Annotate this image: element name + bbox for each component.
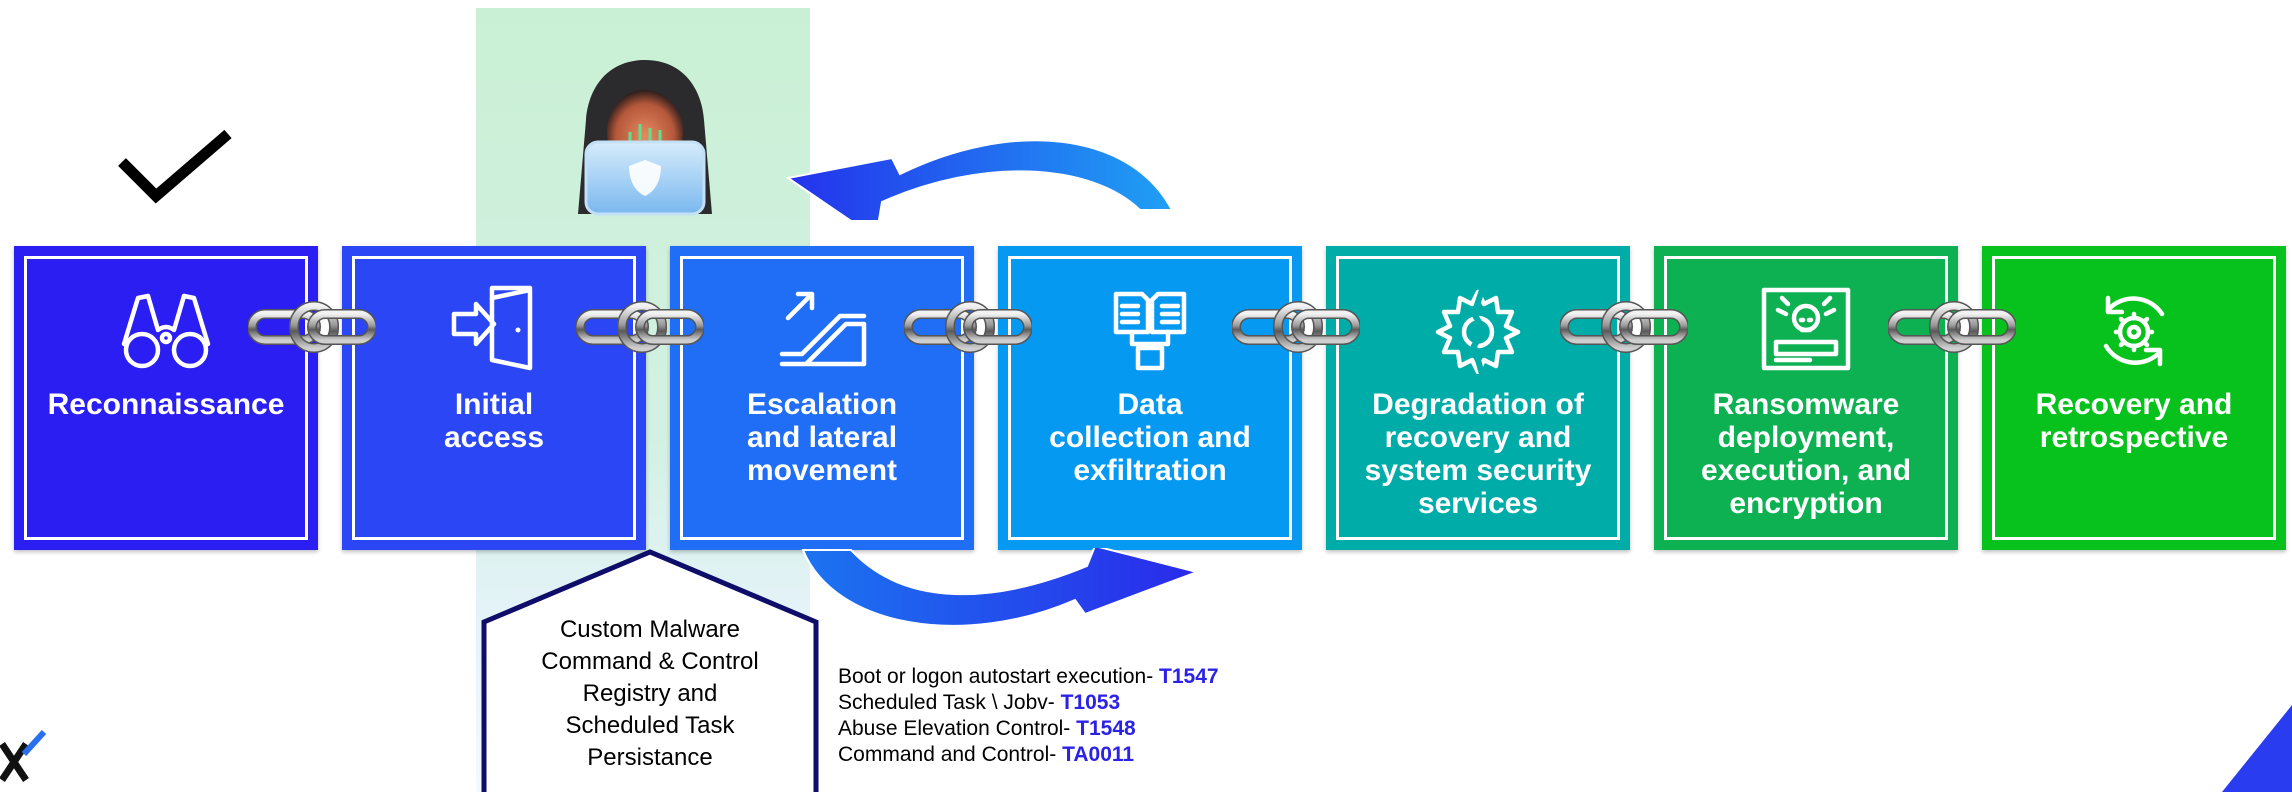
chain-link-icon: [904, 301, 1032, 353]
technique-row: Abuse Elevation Control- T1548: [838, 716, 1438, 742]
technique-name: Scheduled Task \ Jobv-: [838, 691, 1061, 714]
logo-icon: [0, 730, 47, 782]
curved-arrow-right-icon: [801, 548, 1201, 627]
gear-cycle-icon: [2103, 295, 2165, 367]
persistence-line: Registry and: [582, 680, 718, 707]
technique-id: T1547: [1159, 665, 1219, 688]
mitre-technique-list: Boot or logon autostart execution- T1547…: [838, 664, 1438, 768]
document-transfer-icon: [1113, 291, 1187, 371]
persistence-line: Command & Control: [541, 648, 759, 675]
stage-border: [1008, 256, 1292, 540]
stage-border: [680, 256, 964, 540]
chain-link-icon: [1232, 301, 1360, 353]
technique-id: T1053: [1060, 691, 1121, 714]
door-arrow-icon: [451, 285, 533, 371]
chain-link-icon: [576, 301, 704, 353]
persistence-callout-shape: [481, 549, 819, 792]
escalator-icon: [779, 291, 867, 367]
stage-border: [352, 256, 636, 540]
checkmark-icon: [118, 129, 232, 204]
technique-name: Command and Control-: [838, 743, 1063, 766]
binoculars-icon: [121, 293, 211, 369]
stage-border: [24, 256, 308, 540]
technique-row: Scheduled Task \ Jobv- T1053: [838, 690, 1438, 716]
curved-arrow-left-icon: [785, 139, 1174, 220]
technique-name: Abuse Elevation Control-: [838, 717, 1077, 740]
technique-id: T1548: [1076, 717, 1136, 740]
stage-border: [1992, 256, 2276, 540]
persistence-line: Scheduled Task: [565, 712, 735, 739]
chain-link-icon: [1888, 301, 2016, 353]
technique-id: TA0011: [1062, 743, 1135, 766]
hooded-hacker-laptop-icon: [578, 60, 712, 216]
technique-row: Boot or logon autostart execution- T1547: [838, 664, 1438, 690]
technique-row: Command and Control- TA0011: [838, 742, 1438, 768]
chain-link-icon: [248, 301, 376, 353]
stage-box: Reconnaissance: [14, 246, 318, 550]
persistence-line: Persistance: [587, 744, 713, 771]
ransom-screen-icon: [1761, 287, 1851, 371]
stage-label: Reconnaissance: [47, 388, 285, 421]
stage-border: [1664, 256, 1948, 540]
corner-accent-triangle: [2222, 705, 2292, 792]
stage-border: [1336, 256, 1620, 540]
damaged-gear-icon: [1435, 289, 1521, 374]
chain-link-icon: [1560, 301, 1688, 353]
persistence-line: Custom Malware: [559, 616, 741, 643]
technique-name: Boot or logon autostart execution-: [838, 665, 1160, 688]
